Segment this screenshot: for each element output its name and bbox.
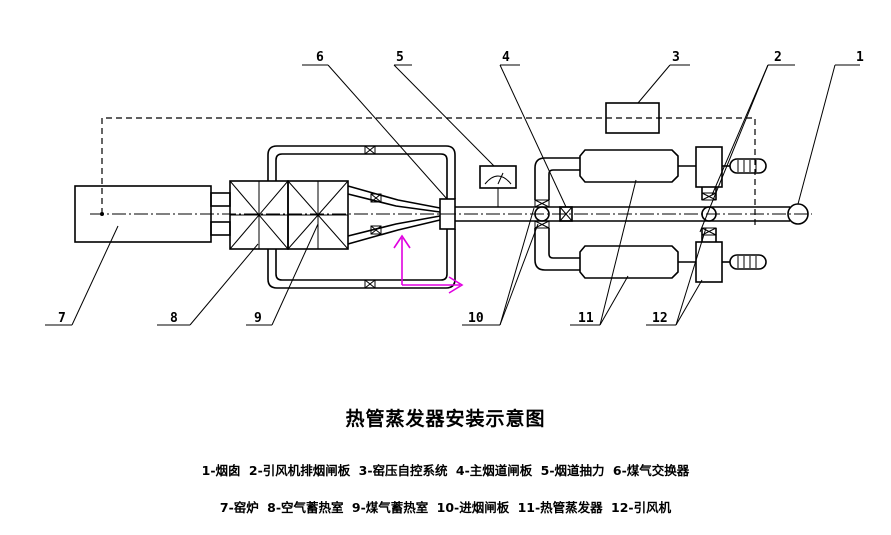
gas-line-lower bbox=[347, 219, 441, 245]
furnace-port-lower bbox=[210, 221, 231, 236]
gas-line-upper-inner bbox=[347, 193, 441, 213]
kiln-pressure-control-box bbox=[605, 102, 660, 134]
installation-diagram: 1 2 3 4 5 6 7 8 9 10 11 12 bbox=[45, 50, 864, 326]
legend-item: 6-煤气交换器 bbox=[612, 463, 690, 478]
fan-motor-upper bbox=[722, 158, 767, 174]
gas-line-valve-lower bbox=[370, 225, 382, 235]
callout-8: 8 bbox=[170, 311, 178, 326]
draft-gauge-dial bbox=[484, 175, 512, 185]
furnace-center-dot bbox=[100, 212, 104, 216]
callout-1: 1 bbox=[856, 50, 864, 65]
leader-lines bbox=[45, 64, 860, 326]
callout-6: 6 bbox=[316, 50, 324, 65]
legend-item: 3-窑压自控系统 bbox=[358, 463, 448, 478]
bypass-duct-outer-bottom bbox=[267, 229, 456, 289]
callout-7: 7 bbox=[58, 311, 66, 326]
fan-damper-lower bbox=[701, 227, 717, 236]
legend-item: 12-引风机 bbox=[611, 500, 672, 515]
legend-item: 7-窑炉 bbox=[219, 500, 259, 515]
legend-item: 1-烟囱 bbox=[201, 463, 241, 478]
bypass-duct-outer bbox=[267, 145, 456, 199]
callout-10: 10 bbox=[468, 311, 484, 326]
fan-motor-lower bbox=[722, 254, 767, 270]
branch-duct-upper-inner bbox=[548, 169, 580, 200]
fan-damper-pivot bbox=[701, 206, 717, 222]
callout-3: 3 bbox=[672, 50, 680, 65]
legend-line-1: 1-烟囱 2-引风机排烟闸板 3-窑压自控系统 4-主烟道闸板 5-烟道抽力 6… bbox=[0, 460, 891, 479]
flow-direction-arrow bbox=[393, 234, 464, 294]
diagram-title: 热管蒸发器安装示意图 bbox=[345, 408, 546, 430]
legend-item: 2-引风机排烟闸板 bbox=[248, 463, 351, 478]
gas-line-valve-upper bbox=[370, 193, 382, 203]
legend-item: 11-热管蒸发器 bbox=[517, 500, 603, 515]
legend-item: 10-进烟闸板 bbox=[436, 500, 510, 515]
legend-line-2: 7-窑炉 8-空气蓄热室 9-煤气蓄热室 10-进烟闸板 11-热管蒸发器 12… bbox=[0, 497, 891, 516]
legend-item: 5-烟道抽力 bbox=[540, 463, 605, 478]
gas-line-upper bbox=[347, 185, 441, 209]
branch-duct-lower-outer bbox=[534, 228, 580, 271]
control-dashed-line bbox=[101, 117, 756, 228]
draft-gauge bbox=[479, 165, 517, 189]
branch-duct-lower-inner bbox=[548, 228, 580, 259]
inlet-damper-upper bbox=[534, 199, 550, 208]
bypass-duct-inner-bottom bbox=[275, 229, 448, 281]
callout-5: 5 bbox=[396, 50, 404, 65]
gas-line-lower-inner bbox=[347, 215, 441, 237]
furnace-port-upper bbox=[210, 192, 231, 207]
callout-4: 4 bbox=[502, 50, 510, 65]
callout-12: 12 bbox=[652, 311, 668, 326]
furnace bbox=[74, 185, 212, 243]
bypass-valve-top bbox=[364, 145, 376, 155]
bypass-duct-inner bbox=[275, 153, 448, 199]
inlet-damper-pivot bbox=[534, 206, 550, 222]
branch-duct-upper-outer bbox=[534, 157, 580, 200]
bypass-valve-bottom bbox=[364, 279, 376, 289]
callout-2: 2 bbox=[774, 50, 782, 65]
callout-11: 11 bbox=[578, 311, 594, 326]
legend-item: 9-煤气蓄热室 bbox=[351, 500, 429, 515]
evaporator-upper bbox=[579, 149, 679, 183]
draft-gauge-needle bbox=[497, 172, 504, 185]
induced-fan-upper bbox=[695, 146, 723, 188]
evaporator-lower bbox=[579, 245, 679, 279]
legend-item: 4-主烟道闸板 bbox=[455, 463, 533, 478]
callout-9: 9 bbox=[254, 311, 262, 326]
legend-item: 8-空气蓄热室 bbox=[267, 500, 344, 515]
